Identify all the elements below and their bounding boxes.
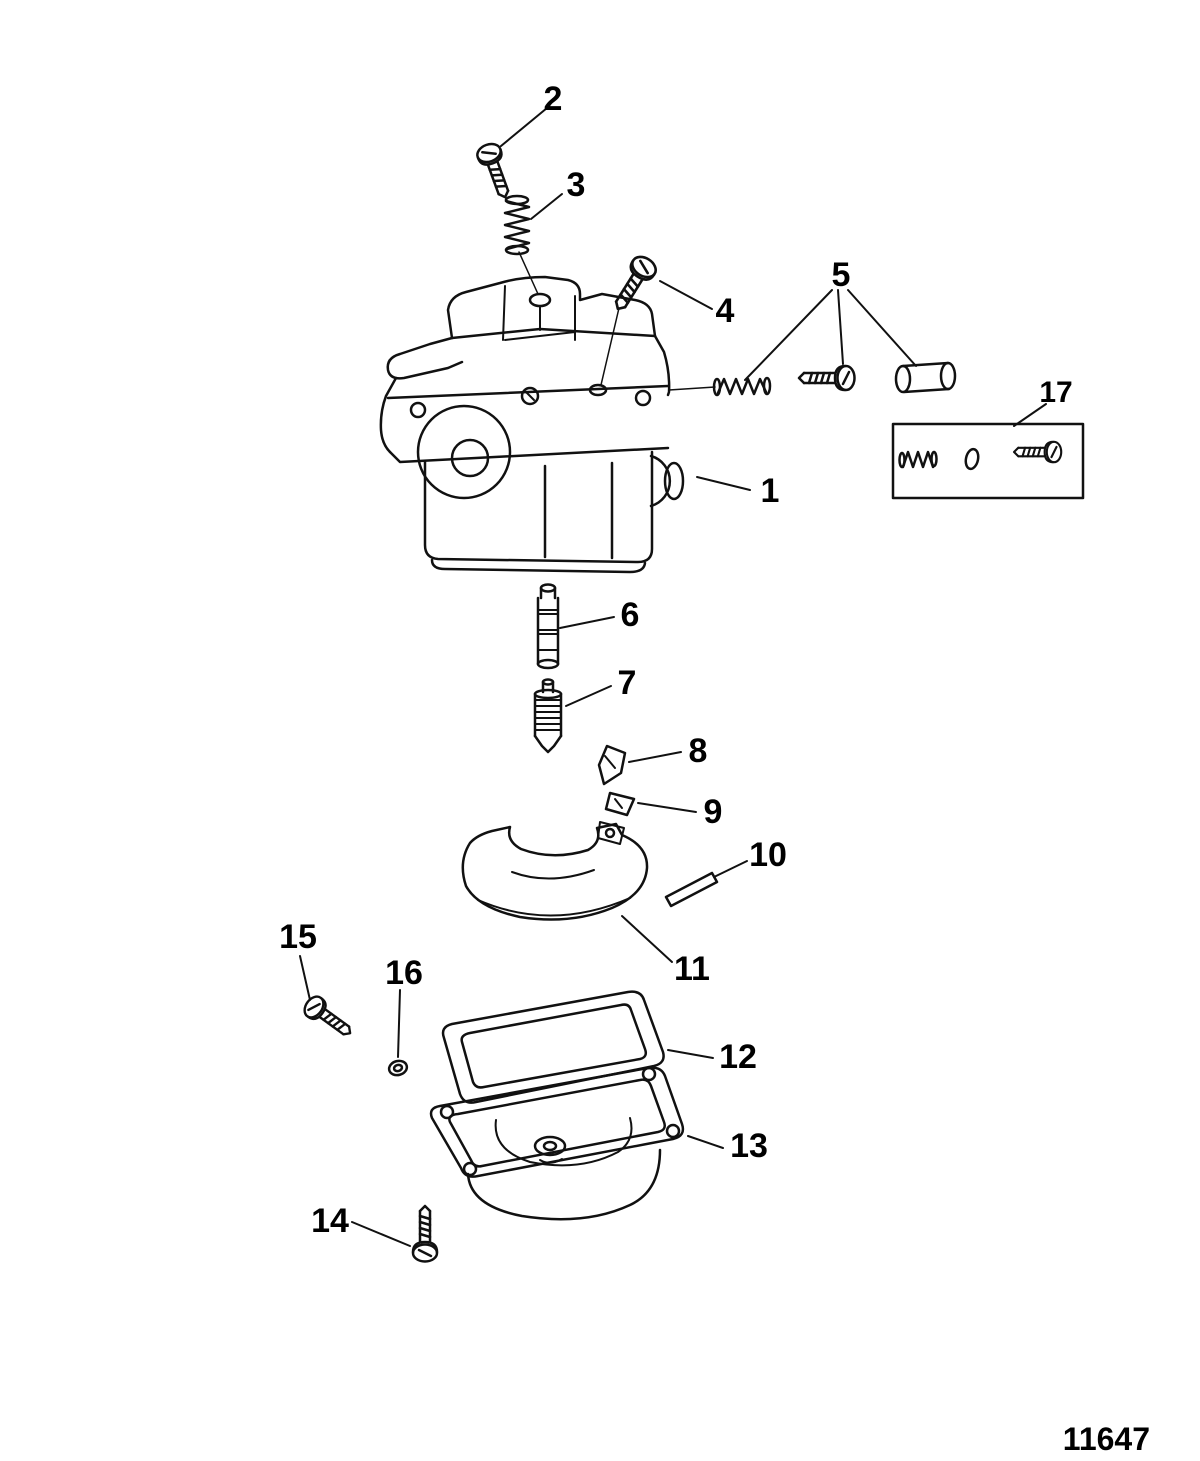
parts-layer xyxy=(299,139,1085,1263)
part-16-washer xyxy=(387,1059,409,1077)
part-8-needle-valve xyxy=(597,744,627,786)
leader-line-5b xyxy=(837,289,844,365)
part-6-main-jet xyxy=(536,583,560,670)
part-4-screw xyxy=(605,251,661,317)
part-3-spring xyxy=(503,194,531,256)
callout-17: 17 xyxy=(1039,376,1072,409)
callout-15: 15 xyxy=(279,918,317,956)
leader-line-3 xyxy=(530,193,563,220)
part-5-plug-cylinder xyxy=(894,361,957,394)
callout-16: 16 xyxy=(385,954,423,992)
leader-line-13 xyxy=(687,1135,724,1149)
leader-line-10 xyxy=(713,860,748,878)
callout-9: 9 xyxy=(704,793,723,831)
leader-line-2 xyxy=(500,107,548,147)
leader-line-17 xyxy=(1013,403,1047,427)
part-11-float xyxy=(461,821,649,921)
leader-line-12 xyxy=(667,1049,714,1059)
drawing-number: 11647 xyxy=(1063,1421,1150,1457)
callout-5: 5 xyxy=(832,256,851,294)
callout-8: 8 xyxy=(689,732,708,770)
callout-1: 1 xyxy=(761,472,780,510)
part-7-nozzle xyxy=(533,678,563,754)
leader-line-6 xyxy=(559,616,615,629)
part-17-inset-kit xyxy=(891,422,1085,500)
callout-labels: 2 3 4 5 17 1 6 7 8 9 10 11 12 13 14 15 1… xyxy=(279,80,1073,1240)
leader-line-15 xyxy=(299,955,311,1001)
callout-3: 3 xyxy=(567,166,586,204)
callout-6: 6 xyxy=(621,596,640,634)
callout-2: 2 xyxy=(544,80,563,118)
part-2-screw xyxy=(473,139,518,203)
callout-11: 11 xyxy=(674,950,710,988)
part-9-clip xyxy=(604,791,636,817)
callout-14: 14 xyxy=(311,1202,349,1240)
leader-line-14 xyxy=(351,1221,411,1247)
callout-10: 10 xyxy=(749,836,787,874)
part-1-carburetor-body xyxy=(379,251,716,574)
leader-lines xyxy=(299,107,1047,1247)
callout-13: 13 xyxy=(730,1127,768,1165)
part-12-gasket xyxy=(441,990,665,1104)
part-17-o-ring xyxy=(964,447,980,471)
callout-12: 12 xyxy=(719,1038,757,1076)
leader-line-7 xyxy=(565,685,612,707)
part-14-screw xyxy=(411,1204,439,1263)
leader-line-8 xyxy=(628,751,682,763)
leader-line-5a xyxy=(744,289,833,381)
leader-line-11 xyxy=(621,915,673,963)
part-10-hinge-pin xyxy=(664,871,719,908)
callout-4: 4 xyxy=(716,292,735,330)
leader-line-5c xyxy=(847,289,917,367)
leader-line-1 xyxy=(696,476,751,491)
part-5-spring-screw-plug xyxy=(712,361,957,397)
callout-7: 7 xyxy=(618,664,637,702)
part-13-float-bowl xyxy=(429,1066,685,1221)
leader-line-4 xyxy=(659,280,713,310)
leader-line-9 xyxy=(637,802,697,813)
leader-line-16 xyxy=(397,989,401,1058)
